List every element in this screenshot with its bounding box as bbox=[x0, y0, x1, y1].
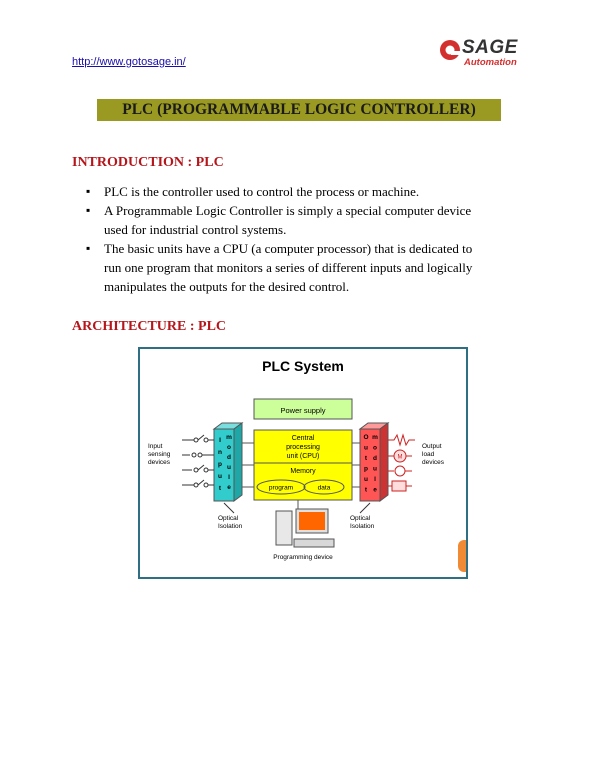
output-module-letter: p bbox=[364, 466, 368, 473]
intro-bullet-list: PLC is the controller used to control th… bbox=[72, 182, 492, 296]
output-load-icons bbox=[388, 433, 415, 492]
input-module-letter: n bbox=[218, 449, 222, 456]
website-link[interactable]: http://www.gotosage.in/ bbox=[72, 56, 186, 68]
output-module-letter: d bbox=[373, 455, 377, 462]
optical-isolation-left: Optical Isolation bbox=[218, 515, 243, 530]
programming-device-label: Programming device bbox=[273, 554, 333, 561]
sage-logo: SAGE Automation bbox=[438, 37, 538, 70]
memory-label: Memory bbox=[290, 468, 316, 475]
output-module-letter: O bbox=[363, 434, 368, 441]
power-supply-label: Power supply bbox=[280, 406, 325, 415]
programming-device-icon bbox=[275, 508, 335, 548]
output-module-letter: o bbox=[373, 445, 377, 452]
architecture-heading: ARCHITECTURE : PLC bbox=[72, 319, 227, 334]
output-module-letter: l bbox=[374, 476, 376, 483]
output-module-letter: t bbox=[365, 487, 368, 494]
input-module-letter: e bbox=[227, 484, 231, 491]
plc-system-diagram: PLC System Power supply Central processi… bbox=[138, 347, 468, 579]
output-module-letter: u bbox=[373, 466, 377, 473]
cpu-line: processing bbox=[286, 444, 320, 451]
optical-isolation-right: Optical Isolation bbox=[350, 515, 375, 530]
output-module-letter: u bbox=[364, 445, 368, 452]
input-devices-label: Input sensing devices bbox=[148, 443, 172, 466]
input-module-letter: l bbox=[228, 474, 230, 481]
output-module-letter: t bbox=[365, 455, 368, 462]
cpu-line: Central bbox=[292, 435, 315, 442]
power-supply-box bbox=[253, 398, 353, 420]
input-module-letter: u bbox=[227, 464, 231, 471]
input-module-letter: o bbox=[227, 444, 231, 451]
data-oval bbox=[303, 479, 345, 495]
output-module-letter: u bbox=[364, 476, 368, 483]
input-module-letter: I bbox=[219, 437, 221, 444]
motor-label: M bbox=[398, 455, 403, 461]
input-module-letter: p bbox=[218, 461, 222, 468]
logo-tagline: Automation bbox=[464, 57, 517, 68]
input-switch-icons bbox=[182, 434, 214, 488]
output-module-letter: e bbox=[373, 487, 377, 494]
page-title: PLC (PROGRAMMABLE LOGIC CONTROLLER) bbox=[97, 99, 501, 121]
input-module-letter: t bbox=[219, 485, 222, 492]
input-module bbox=[213, 428, 235, 502]
intro-heading: INTRODUCTION : PLC bbox=[72, 155, 224, 170]
side-tab-marker bbox=[458, 540, 466, 572]
program-oval bbox=[256, 479, 306, 495]
program-label: program bbox=[269, 485, 293, 492]
cpu-line: unit (CPU) bbox=[287, 453, 320, 460]
bullet-item: PLC is the controller used to control th… bbox=[72, 182, 492, 201]
bullet-item: The basic units have a CPU (a computer p… bbox=[72, 239, 492, 296]
input-connectors bbox=[242, 442, 360, 488]
input-module-letter: m bbox=[226, 434, 232, 441]
data-label: data bbox=[318, 485, 331, 492]
sage-logo-icon bbox=[440, 40, 460, 60]
output-devices-label: Output load devices bbox=[422, 443, 445, 466]
diagram-title: PLC System bbox=[262, 358, 344, 374]
output-module-letter: m bbox=[372, 434, 378, 441]
input-module-letter: d bbox=[227, 454, 231, 461]
logo-wordmark: SAGE bbox=[462, 37, 518, 58]
input-module-letter: u bbox=[218, 473, 222, 480]
bullet-item: A Programmable Logic Controller is simpl… bbox=[72, 201, 492, 239]
